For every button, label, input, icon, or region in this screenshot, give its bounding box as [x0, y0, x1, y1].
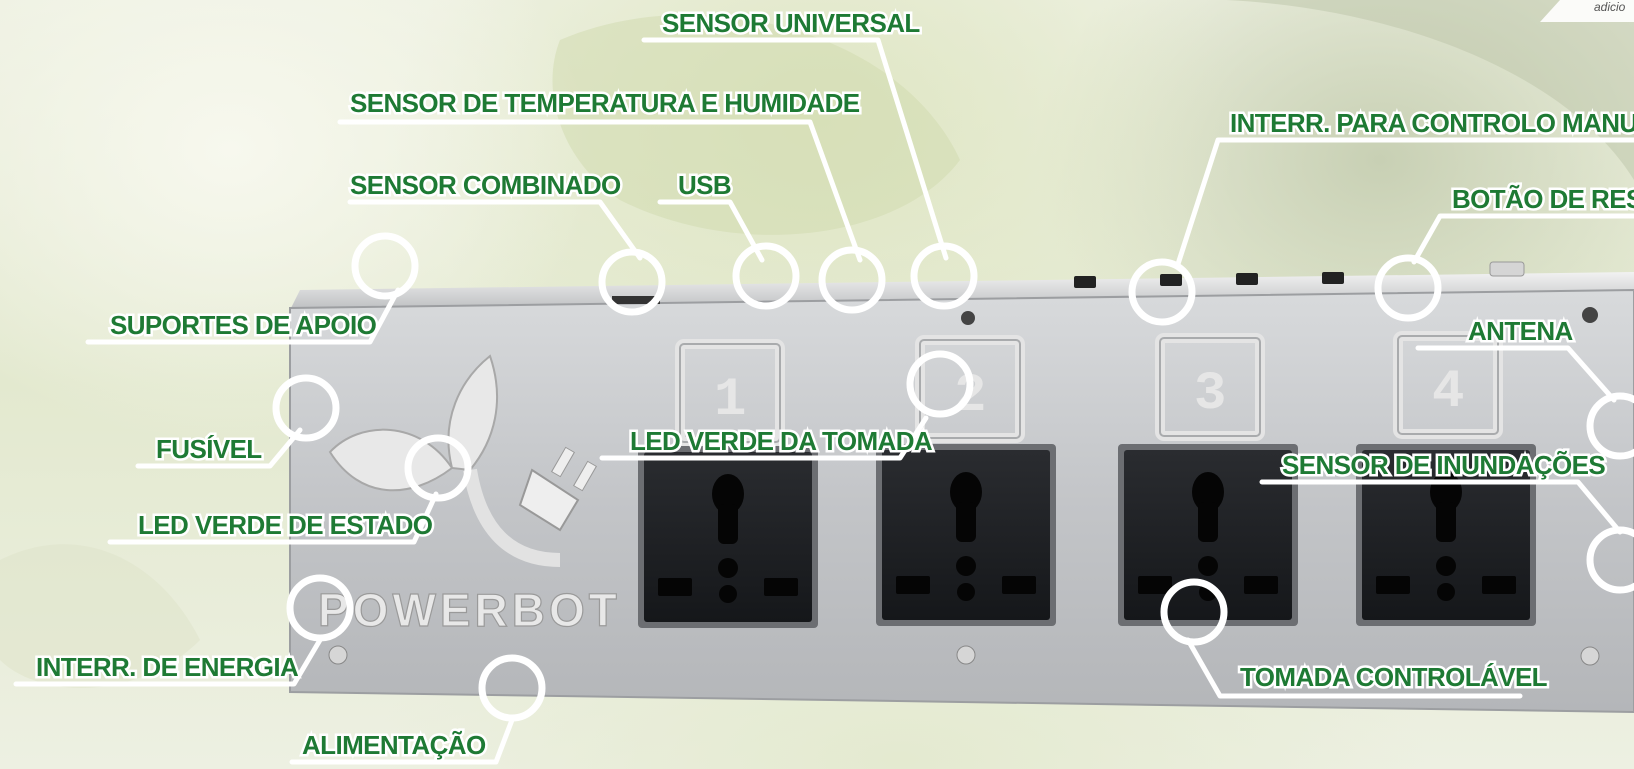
callout-circles — [272, 232, 1634, 722]
leader-line — [107, 491, 439, 545]
label-tomada-controlavel: TOMADA CONTROLÁVEL — [1240, 662, 1548, 692]
callout-circle — [598, 248, 666, 316]
leader-line — [347, 199, 643, 261]
label-antena: ANTENA — [1468, 316, 1574, 346]
leader-line — [1185, 637, 1523, 699]
antenna-mount — [1489, 261, 1525, 277]
brand-logo-text: POWERBOT — [318, 584, 621, 636]
callout-labels: SENSOR UNIVERSAL SENSOR DE TEMPERATURA E… — [34, 6, 1634, 763]
label-sensor-universal: SENSOR UNIVERSAL — [662, 8, 920, 38]
callout-circle — [906, 350, 974, 418]
label-led-verde-estado: LED VERDE DE ESTADO — [138, 510, 433, 540]
callout-circle — [1374, 254, 1442, 322]
power-socket — [1118, 444, 1298, 626]
leader-line — [599, 415, 929, 461]
label-interr-controlo-manual: INTERR. PARA CONTROLO MANUAL — [1230, 108, 1634, 138]
callout-circle — [910, 242, 978, 310]
callout-circle — [404, 434, 472, 502]
leader-line — [1175, 137, 1634, 267]
label-sensor-inundacoes: SENSOR DE INUNDAÇÕES — [1282, 450, 1605, 480]
callout-circle — [478, 654, 546, 722]
label-botao-reset: BOTÃO DE RESET — [1452, 184, 1634, 214]
label-interr-energia: INTERR. DE ENERGIA — [36, 652, 299, 682]
label-fusivel: FUSÍVEL — [156, 434, 262, 464]
label-sensor-combinado: SENSOR COMBINADO — [350, 170, 621, 200]
screw-icon — [328, 645, 348, 665]
top-switch — [1160, 274, 1182, 286]
corner-tab — [1540, 0, 1634, 22]
label-led-verde-tomada: LED VERDE DA TOMADA — [630, 426, 933, 456]
callout-circle — [818, 246, 886, 314]
corner-note-text: adicio — [1594, 0, 1626, 14]
background-leaf — [552, 14, 960, 235]
leader-line — [337, 119, 863, 263]
socket-number-1: 1 — [714, 370, 746, 431]
callout-circle — [272, 374, 340, 442]
top-switch — [1236, 273, 1258, 285]
leader-line — [1415, 345, 1617, 403]
callout-circle — [1586, 392, 1634, 460]
leader-line — [1411, 213, 1634, 265]
screw-icon — [961, 311, 975, 325]
callout-circle — [1128, 258, 1196, 326]
screw-icon — [1582, 307, 1598, 323]
callout-circle — [351, 232, 419, 300]
leader-line — [657, 199, 765, 263]
top-switch — [1074, 276, 1096, 288]
callout-circle — [286, 574, 354, 642]
leader-line — [641, 37, 949, 261]
leader-lines — [13, 37, 1634, 765]
background-leaf — [0, 544, 200, 688]
screw-icon — [956, 645, 976, 665]
background-leaf — [1150, 0, 1634, 180]
label-sensor-temperatura-humidade: SENSOR DE TEMPERATURA E HUMIDADE — [350, 88, 860, 118]
callout-circle — [732, 242, 800, 310]
top-switch — [1322, 272, 1344, 284]
leader-line — [85, 287, 401, 345]
usb-port — [612, 296, 660, 304]
socket-number-4: 4 — [1432, 362, 1464, 423]
screw-icon — [1580, 646, 1600, 666]
callout-circle — [1586, 526, 1634, 594]
leader-line — [289, 717, 515, 765]
powerbot-device: POWERBOT 1 2 3 4 — [289, 261, 1634, 714]
leader-line — [135, 427, 303, 469]
power-socket — [638, 446, 818, 628]
socket-number-3: 3 — [1194, 364, 1226, 425]
label-suportes-apoio: SUPORTES DE APOIO — [110, 310, 377, 340]
leader-line — [13, 637, 323, 687]
leader-line — [1259, 479, 1623, 535]
label-alimentacao: ALIMENTAÇÃO — [302, 730, 486, 760]
power-socket — [876, 444, 1056, 626]
label-usb: USB — [678, 170, 731, 200]
callout-circle — [1160, 578, 1228, 646]
